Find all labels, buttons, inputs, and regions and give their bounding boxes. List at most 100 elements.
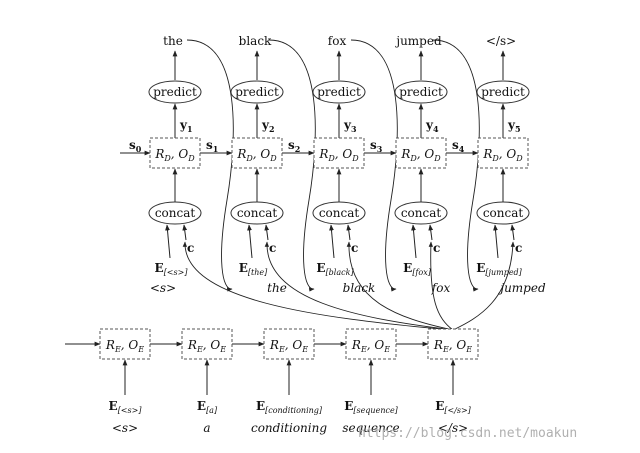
encoder-embedding-label: E[</s>] — [435, 399, 471, 415]
state-label: s2 — [288, 138, 300, 154]
predict-label: predict — [481, 85, 525, 99]
decoder-input-word: jumped — [497, 281, 546, 295]
connections — [65, 39, 516, 395]
decoder-cell — [477, 137, 529, 169]
concat-label: concat — [483, 206, 524, 220]
arrow-embedding-to-concat — [165, 224, 171, 259]
encoder-embedding-label: E[conditioning] — [256, 399, 323, 415]
arrow-context-to-concat — [264, 224, 270, 241]
concat-node — [394, 201, 448, 225]
concat-node — [312, 201, 366, 225]
decoder-embedding-label: E[fox] — [403, 261, 432, 277]
encoder-cell-label: RE, OE — [351, 338, 390, 354]
y-label: y2 — [261, 118, 275, 134]
arrow-context-to-concat — [510, 224, 516, 241]
encoder-input-word: a — [203, 421, 210, 435]
context-curve — [346, 241, 454, 331]
output-word: fox — [328, 34, 347, 48]
decoder-cell — [395, 137, 447, 169]
arrow-embedding-to-concat — [493, 224, 499, 259]
watermark: https://blog.csdn.net/moakun — [358, 426, 577, 441]
encoder-input-word: conditioning — [251, 421, 327, 435]
predict-node — [148, 80, 202, 104]
decoder-cell — [313, 137, 365, 169]
concat-node — [476, 201, 530, 225]
output-word: black — [239, 34, 272, 48]
y-label: y5 — [507, 118, 521, 134]
decoder-cell — [149, 137, 201, 169]
context-label: c — [351, 241, 358, 255]
output-word: </s> — [486, 34, 516, 48]
encoder-embedding-label: E[sequence] — [344, 399, 398, 415]
decoder-cell-label: RD, OD — [318, 147, 359, 163]
encoder-cell-label: RE, OE — [105, 338, 144, 354]
context-label: c — [515, 241, 522, 255]
output-word: the — [163, 34, 183, 48]
decoder-input-word: fox — [431, 281, 451, 295]
state-label: s1 — [206, 138, 218, 154]
decoder-cell-label: RD, OD — [236, 147, 277, 163]
encoder-cell — [345, 328, 397, 360]
decoder-embedding-label: E[<s>] — [155, 261, 189, 277]
predict-label: predict — [235, 85, 279, 99]
context-curve — [264, 241, 454, 331]
predict-label: predict — [399, 85, 443, 99]
decoder-input-word: black — [343, 281, 376, 295]
y-label: y3 — [343, 118, 357, 134]
encoder-cell-label: RE, OE — [269, 338, 308, 354]
concat-node — [148, 201, 202, 225]
feedback-curve — [432, 39, 480, 292]
feedback-curve — [186, 39, 234, 292]
arrow-context-to-concat — [182, 224, 188, 241]
decoder-embedding-label: E[the] — [239, 261, 268, 277]
arrow-context-to-concat — [346, 224, 352, 241]
context-label: c — [433, 241, 440, 255]
encoder-input-word: </s> — [438, 421, 468, 435]
concat-label: concat — [155, 206, 196, 220]
encoder-cell — [263, 328, 315, 360]
encoder-cell-label: RE, OE — [187, 338, 226, 354]
arrow-embedding-to-concat — [411, 224, 417, 259]
encoder-embedding-label: E[a] — [197, 399, 218, 415]
encoder-cell-label: RE, OE — [433, 338, 472, 354]
context-label: c — [269, 241, 276, 255]
feedback-curve — [268, 39, 316, 292]
decoder-embedding-label: E[jumped] — [476, 261, 522, 277]
decoder-embedding-label: E[black] — [316, 261, 354, 277]
decoder-input-word: <s> — [150, 281, 176, 295]
concat-label: concat — [237, 206, 278, 220]
encoder-embedding-label: E[<s>] — [109, 399, 143, 415]
decoder-input-word: the — [267, 281, 287, 295]
predict-label: predict — [153, 85, 197, 99]
y-label: y1 — [179, 118, 193, 134]
encoder-cell — [181, 328, 233, 360]
predict-label: predict — [317, 85, 361, 99]
encoder-input-word: sequence — [342, 421, 399, 435]
concat-label: concat — [319, 206, 360, 220]
decoder-cell-label: RD, OD — [154, 147, 195, 163]
encoder-input-word: <s> — [112, 421, 138, 435]
concat-label: concat — [401, 206, 442, 220]
arrow-embedding-to-concat — [247, 224, 253, 259]
state-label: s0 — [129, 138, 142, 154]
decoder-cell — [231, 137, 283, 169]
feedback-curve — [350, 39, 398, 292]
encoder-cell — [99, 328, 151, 360]
encoder-cell — [427, 328, 479, 360]
predict-node — [230, 80, 284, 104]
arrow-embedding-to-concat — [329, 224, 335, 259]
decoder-cell-label: RD, OD — [400, 147, 441, 163]
context-label: c — [187, 241, 194, 255]
context-curve — [428, 241, 454, 331]
predict-node — [394, 80, 448, 104]
output-word: jumped — [394, 34, 442, 48]
predict-node — [312, 80, 366, 104]
state-label: s3 — [370, 138, 383, 154]
y-label: y4 — [425, 118, 439, 134]
predict-node — [476, 80, 530, 104]
state-label: s4 — [452, 138, 465, 154]
context-curve — [452, 241, 515, 331]
concat-node — [230, 201, 284, 225]
